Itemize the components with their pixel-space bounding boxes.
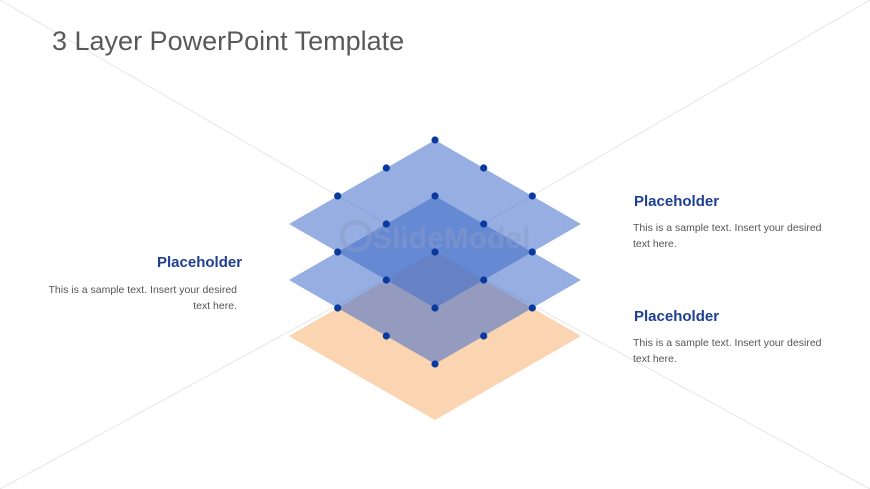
placeholder-right-top-title: Placeholder	[634, 193, 720, 210]
node-dots	[334, 136, 536, 368]
node-dot	[480, 332, 488, 340]
top-layer	[289, 140, 581, 308]
slide-title: 3 Layer PowerPoint Template	[52, 26, 405, 56]
watermark: SlideModel	[339, 219, 530, 255]
node-dot	[334, 304, 342, 312]
placeholder-right-bottom-title: Placeholder	[634, 308, 720, 325]
placeholder-right-bottom-text: This is a sample text. Insert your desir…	[633, 337, 822, 365]
watermark-text: SlideModel	[372, 222, 530, 255]
watermark-logo-icon	[339, 219, 373, 253]
node-dot	[480, 164, 488, 172]
placeholder-right-top-text: This is a sample text. Insert your desir…	[633, 222, 822, 250]
node-dot	[382, 164, 390, 172]
node-dot	[431, 304, 439, 312]
node-dot	[382, 220, 390, 228]
node-dot	[431, 192, 439, 200]
placeholder-left-title: Placeholder	[157, 254, 243, 271]
placeholder-left-text: This is a sample text. Insert your desir…	[48, 284, 238, 312]
node-dot	[480, 276, 488, 284]
node-dot	[431, 136, 439, 144]
node-dot	[528, 192, 536, 200]
node-dot	[382, 276, 390, 284]
node-dot	[480, 220, 488, 228]
node-dot	[382, 332, 390, 340]
node-dot	[528, 304, 536, 312]
node-dot	[431, 360, 439, 368]
node-dot	[334, 192, 342, 200]
node-dot	[431, 248, 439, 256]
node-dot	[528, 248, 536, 256]
node-dot	[334, 248, 342, 256]
